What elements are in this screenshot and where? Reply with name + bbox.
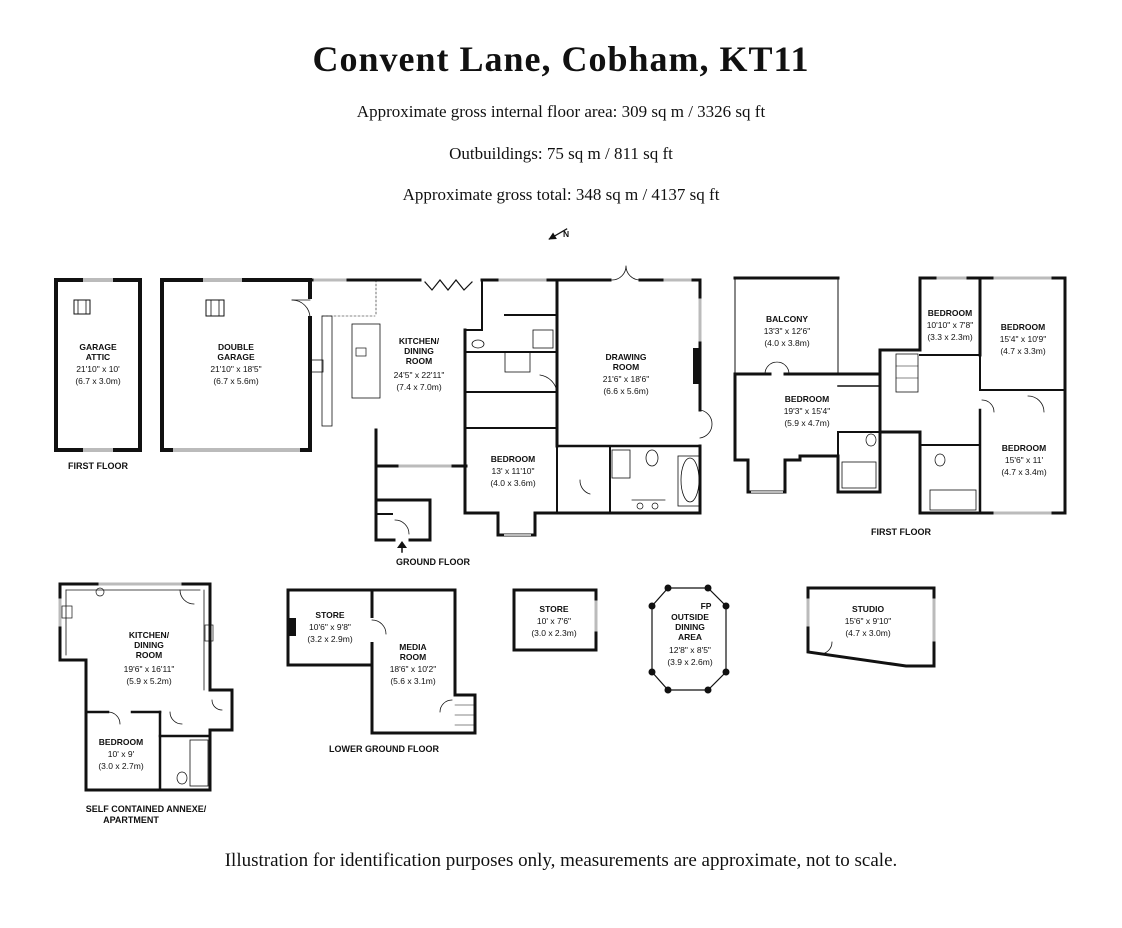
floor-label-lower-ground: LOWER GROUND FLOOR — [329, 744, 439, 754]
studio-metric: (4.7 x 3.0m) — [845, 628, 891, 638]
kitchen-dim: 24'5" x 22'11" — [394, 370, 445, 380]
media-name2: ROOM — [400, 652, 426, 662]
annexe-bedroom-metric: (3.0 x 2.7m) — [98, 761, 144, 771]
outside-dining-dim: 12'8" x 8'5" — [669, 645, 711, 655]
annexe-kitchen-metric: (5.9 x 5.2m) — [126, 676, 172, 686]
kitchen-name3: ROOM — [406, 356, 432, 366]
first-bedroom-lower-name: BEDROOM — [1002, 443, 1046, 453]
drawing-name1: DRAWING — [605, 352, 646, 362]
garage-attic-dim: 21'10" x 10' — [76, 364, 120, 374]
kitchen-metric: (7.4 x 7.0m) — [396, 382, 442, 392]
store-dim: 10' x 7'6" — [537, 616, 571, 626]
drawing-name2: ROOM — [613, 362, 639, 372]
lg-store-name: STORE — [315, 610, 344, 620]
floor-label-outbuilding: FIRST FLOOR — [68, 461, 128, 471]
double-garage-metric: (6.7 x 5.6m) — [213, 376, 259, 386]
studio-dim: 15'6" x 9'10" — [845, 616, 892, 626]
outside-dining-name2: DINING — [675, 622, 705, 632]
first-bedroom-lower-dim: 15'6" x 11' — [1005, 455, 1044, 465]
drawing-dim: 21'6" x 18'6" — [603, 374, 650, 384]
internal-area: Approximate gross internal floor area: 3… — [356, 102, 766, 121]
media-dim: 18'6" x 10'2" — [390, 664, 437, 674]
disclaimer: Illustration for identification purposes… — [224, 850, 898, 871]
kitchen-name2: DINING — [404, 346, 434, 356]
double-garage-name2: GARAGE — [217, 352, 255, 362]
ground-bedroom-name: BEDROOM — [491, 454, 535, 464]
lg-store-metric: (3.2 x 2.9m) — [307, 634, 353, 644]
first-bedroom-small-dim: 10'10" x 7'8" — [927, 320, 974, 330]
first-bedroom-main-name: BEDROOM — [785, 394, 829, 404]
annexe-kitchen-name3: ROOM — [136, 650, 162, 660]
drawing-metric: (6.6 x 5.6m) — [603, 386, 649, 396]
annexe-kitchen-dim: 19'6" x 16'11" — [124, 664, 175, 674]
first-bedroom-right-name: BEDROOM — [1001, 322, 1045, 332]
first-bedroom-small-metric: (3.3 x 2.3m) — [927, 332, 973, 342]
compass-label: N — [563, 229, 569, 239]
compass-icon — [548, 228, 568, 240]
outside-dining-name1: OUTSIDE — [671, 612, 709, 622]
outbuildings-area: Outbuildings: 75 sq m / 811 sq ft — [449, 144, 673, 163]
first-bedroom-main-dim: 19'3" x 15'4" — [784, 406, 831, 416]
kitchen-name1: KITCHEN/ — [399, 336, 440, 346]
annexe-bedroom-dim: 10' x 9' — [108, 749, 135, 759]
annexe-kitchen-name2: DINING — [134, 640, 164, 650]
double-garage-name1: DOUBLE — [218, 342, 254, 352]
annexe-bedroom-name: BEDROOM — [99, 737, 143, 747]
floor-label-annexe: SELF CONTAINED ANNEXE/ — [86, 804, 207, 814]
store-metric: (3.0 x 2.3m) — [531, 628, 577, 638]
garage-attic-metric: (6.7 x 3.0m) — [75, 376, 121, 386]
outside-dining-metric: (3.9 x 2.6m) — [667, 657, 713, 667]
first-bedroom-right-metric: (4.7 x 3.3m) — [1000, 346, 1046, 356]
media-name1: MEDIA — [399, 642, 426, 652]
annexe-kitchen-name1: KITCHEN/ — [129, 630, 170, 640]
store-name: STORE — [539, 604, 568, 614]
floor-label-first: FIRST FLOOR — [871, 527, 931, 537]
first-bedroom-lower-metric: (4.7 x 3.4m) — [1001, 467, 1047, 477]
first-bedroom-right-dim: 15'4" x 10'9" — [1000, 334, 1047, 344]
ground-bedroom-dim: 13' x 11'10" — [492, 466, 535, 476]
total-area: Approximate gross total: 348 sq m / 4137… — [402, 185, 720, 204]
floor-label-annexe-2: APARTMENT — [103, 815, 159, 825]
media-metric: (5.6 x 3.1m) — [390, 676, 436, 686]
outside-dining-fp: FP — [701, 601, 712, 611]
studio-name: STUDIO — [852, 604, 885, 614]
balcony-dim: 13'3" x 12'6" — [764, 326, 811, 336]
double-garage-dim: 21'10" x 18'5" — [210, 364, 261, 374]
page-title: Convent Lane, Cobham, KT11 — [312, 39, 810, 79]
balcony-metric: (4.0 x 3.8m) — [764, 338, 810, 348]
first-bedroom-main-metric: (5.9 x 4.7m) — [784, 418, 830, 428]
lg-store-dim: 10'6" x 9'8" — [309, 622, 351, 632]
first-bedroom-small-name: BEDROOM — [928, 308, 972, 318]
balcony-name: BALCONY — [766, 314, 808, 324]
outside-dining-name3: AREA — [678, 632, 702, 642]
garage-attic-name2: ATTIC — [86, 352, 110, 362]
ground-bedroom-metric: (4.0 x 3.6m) — [490, 478, 536, 488]
garage-attic-name1: GARAGE — [79, 342, 117, 352]
floor-label-ground: GROUND FLOOR — [396, 557, 470, 567]
